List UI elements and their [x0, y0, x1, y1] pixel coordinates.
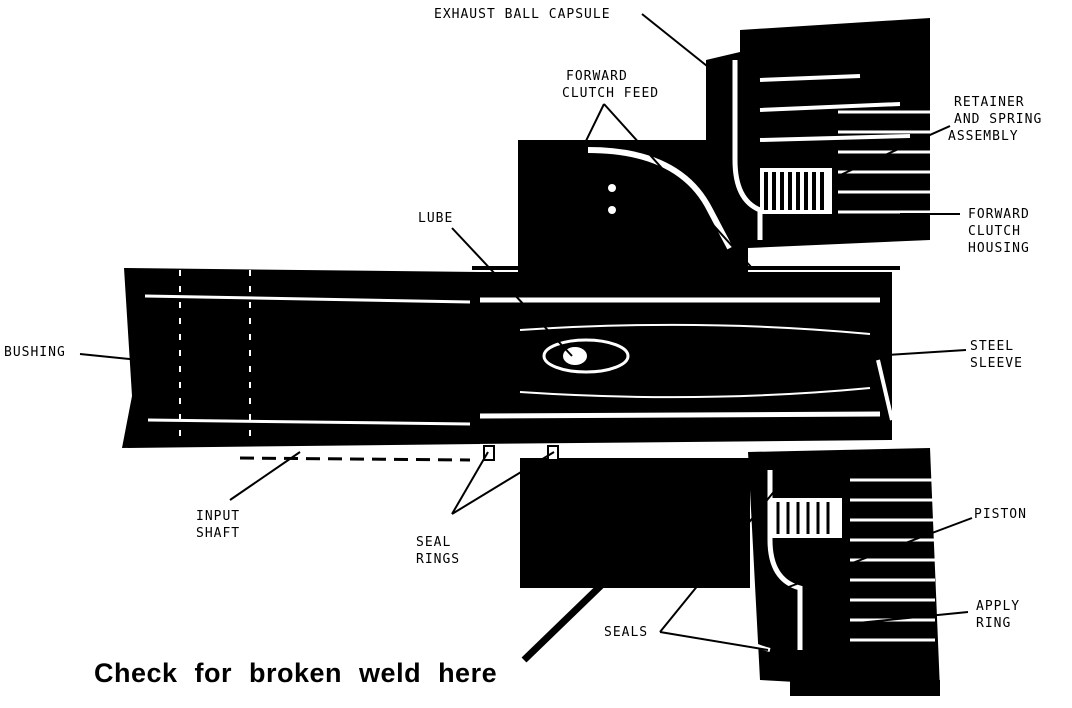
input-shaft: [122, 268, 480, 462]
label-piston: PISTON: [974, 507, 1027, 522]
label-forward-clutch-feed: FORWARD CLUTCH FEED: [562, 69, 660, 101]
leader-lines: [79, 13, 973, 651]
label-exhaust-ball-capsule: EXHAUST BALL CAPSULE: [434, 7, 611, 22]
label-seal-rings: SEAL RINGS: [416, 535, 461, 567]
label-steel-sleeve: STEEL SLEEVE: [970, 339, 1023, 371]
piston: [767, 470, 803, 650]
steel-sleeve: [472, 266, 900, 444]
label-apply-ring: APPLY RING: [976, 599, 1021, 631]
seal-ring-markers: [483, 445, 559, 461]
label-input-shaft: INPUT SHAFT: [196, 509, 241, 541]
forward-clutch-housing-upper: [518, 18, 935, 272]
forward-clutch-housing-lower: [520, 448, 940, 696]
label-retainer-spring-assembly: RETAINER AND SPRING ASSEMBLY: [948, 95, 1043, 144]
broken-weld-callout: Check for broken weld here: [94, 658, 498, 688]
label-lube: LUBE: [418, 211, 454, 226]
broken-weld-arrow: [521, 468, 722, 663]
label-forward-clutch-housing: FORWARD CLUTCH HOUSING: [968, 207, 1030, 256]
label-seals: SEALS: [604, 625, 649, 640]
label-bushing: BUSHING: [4, 345, 66, 360]
